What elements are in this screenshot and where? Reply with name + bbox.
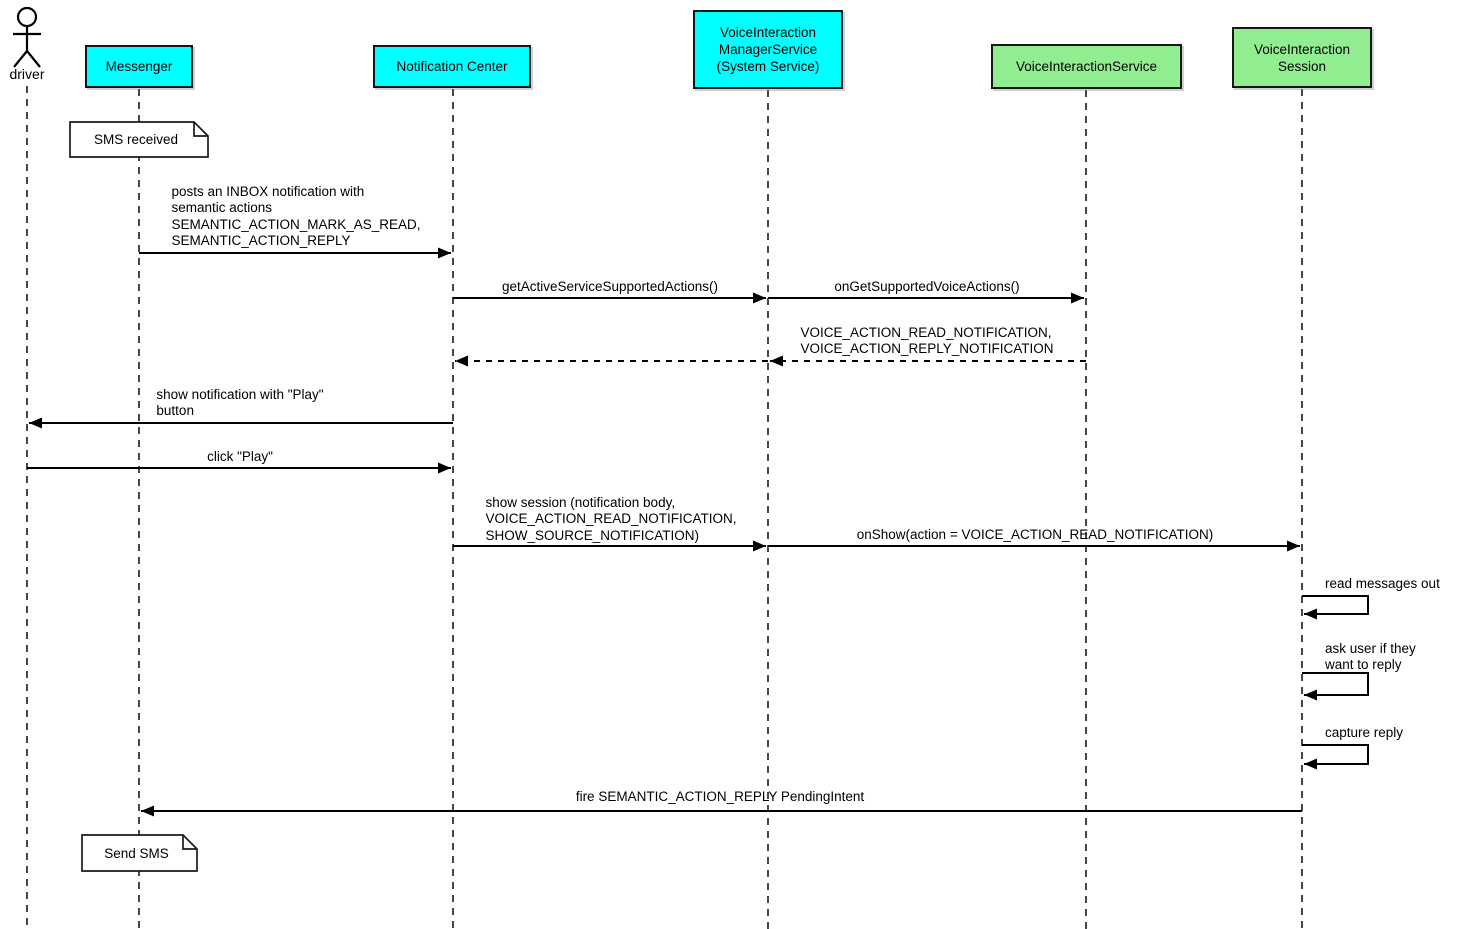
participant-messenger: Messenger	[85, 45, 193, 88]
participant-voiceinteractionservice: VoiceInteractionService	[991, 44, 1182, 89]
message-show-notification: show notification with "Play" button	[156, 387, 324, 419]
note-sms-received-fold	[193, 122, 208, 137]
message-fire-pending-intent: fire SEMANTIC_ACTION_REPLY PendingIntent	[575, 789, 865, 804]
note-sms-received-shape	[69, 121, 209, 158]
arrow-self-read-messages	[1302, 595, 1369, 620]
actor-figure-icon	[13, 6, 41, 68]
message-show-session: show session (notification body, VOICE_A…	[485, 495, 737, 543]
participant-voiceinteraction-session: VoiceInteraction Session	[1232, 27, 1372, 88]
note-send-sms: Send SMS	[104, 845, 169, 861]
notes	[69, 121, 209, 872]
arrow-self-capture-reply	[1302, 744, 1369, 770]
participant-voiceinteraction-managerservice: VoiceInteraction ManagerService (System …	[693, 10, 843, 89]
note-send-sms-shape	[81, 834, 198, 872]
message-on-show: onShow(action = VOICE_ACTION_READ_NOTIFI…	[856, 527, 1214, 542]
note-send-sms-fold	[182, 835, 197, 850]
message-arrows	[27, 247, 1369, 817]
lifelines	[26, 86, 1303, 929]
message-capture-reply: capture reply	[1325, 725, 1404, 740]
message-click-play: click "Play"	[207, 449, 273, 464]
participant-notification-center: Notification Center	[373, 45, 531, 88]
message-on-get-supported-voice-actions: onGetSupportedVoiceActions()	[834, 279, 1020, 294]
actor-driver-label: driver	[9, 66, 45, 82]
arrow-self-ask-user	[1302, 672, 1369, 701]
message-posts-inbox-notification: posts an INBOX notification with semanti…	[171, 184, 421, 248]
message-ask-user-reply: ask user if they want to reply	[1325, 641, 1416, 673]
note-sms-received: SMS received	[93, 132, 179, 147]
message-read-messages-out: read messages out	[1325, 576, 1440, 591]
message-return-voice-actions: VOICE_ACTION_READ_NOTIFICATION, VOICE_AC…	[800, 325, 1054, 357]
message-get-active-service-supported-actions: getActiveServiceSupportedActions()	[501, 279, 719, 294]
